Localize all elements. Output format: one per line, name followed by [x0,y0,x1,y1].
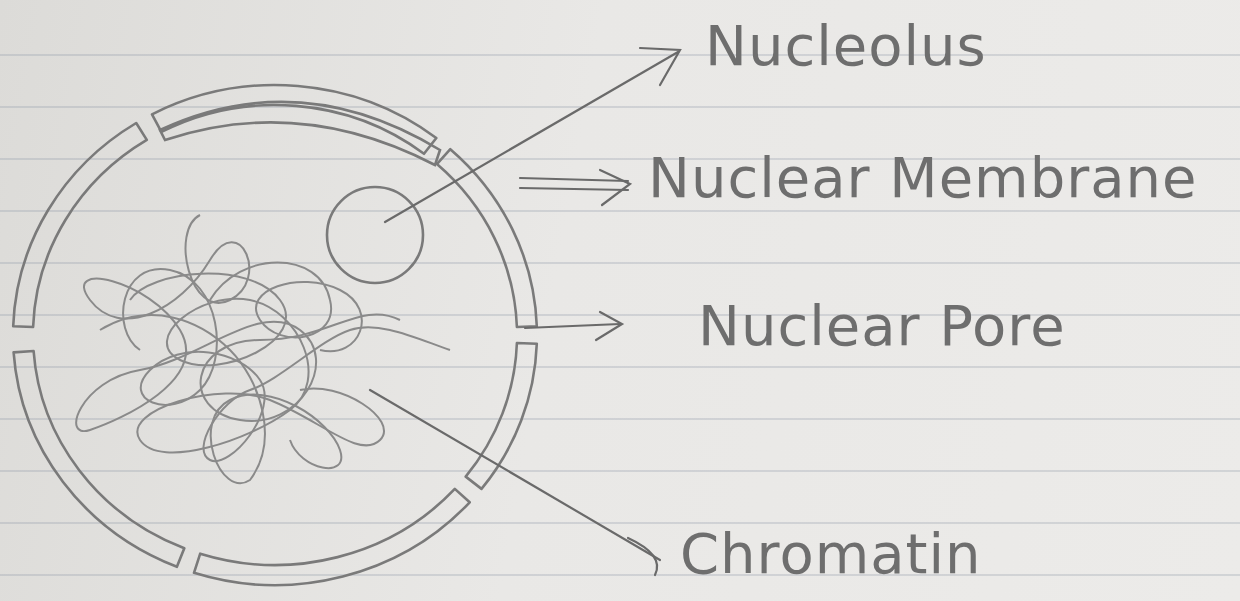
part-label: Nuclear Pore [698,294,1066,358]
membrane-fragment [160,102,440,165]
leader-line [385,52,678,222]
arrow-head [640,48,680,85]
leader-line [370,390,660,560]
chromatin-scribble [76,215,450,483]
membrane-segment [14,351,185,567]
part-label: Nuclear Membrane [648,146,1197,210]
arrow-head [596,312,622,340]
arrow-head [628,538,657,575]
part-label: Chromatin [680,522,982,586]
nuclear-membrane-drawing [13,85,537,585]
leader-line [520,178,628,190]
leader-line [525,324,620,328]
part-label: Nucleolus [705,14,987,78]
nucleolus-circle [327,187,423,283]
leader-lines [370,48,680,575]
membrane-segment [152,85,436,154]
membrane-segment [13,123,147,327]
membrane-segment [437,149,537,327]
membrane-segment [194,489,470,585]
arrow-head [600,170,630,205]
